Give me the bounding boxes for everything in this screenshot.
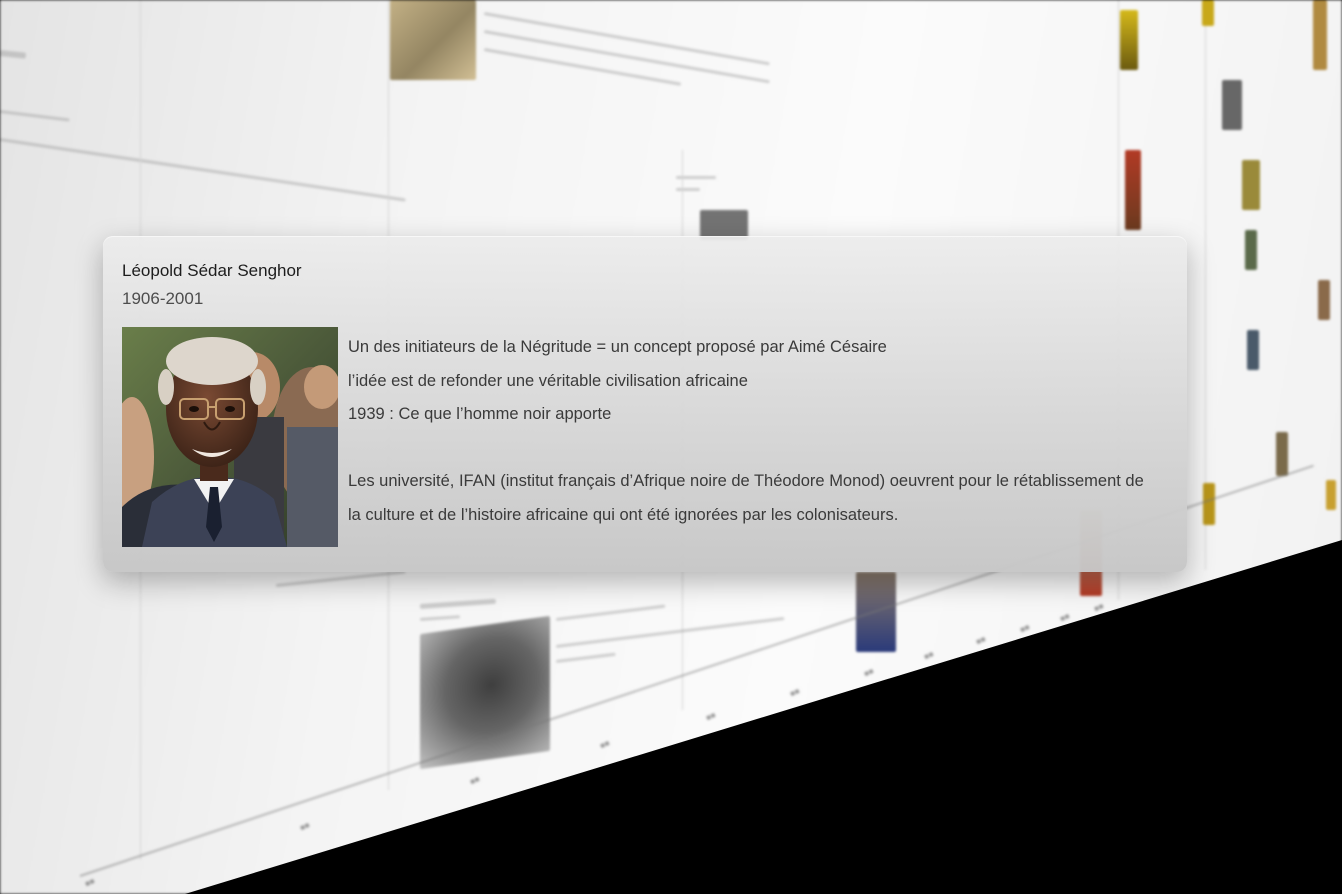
description-line: la culture et de l’histoire africaine qu…	[348, 505, 899, 524]
timeline-tick: ■■	[1092, 601, 1106, 614]
blurred-text	[419, 598, 496, 609]
blurred-thumbnail	[1222, 80, 1242, 130]
blurred-text	[676, 176, 716, 179]
blurred-text	[0, 50, 27, 59]
timeline-tick: ■■	[704, 710, 718, 723]
blurred-thumbnail	[390, 0, 476, 80]
blurred-thumbnail	[700, 210, 748, 240]
description-line: l’idée est de refonder une véritable civ…	[348, 371, 748, 390]
timeline-tick: ■■	[922, 649, 936, 662]
blurred-thumbnail	[420, 615, 550, 770]
blurred-thumbnail	[1318, 280, 1330, 320]
blurred-text	[0, 138, 406, 202]
blurred-text	[555, 652, 616, 663]
timeline-tick: ■■	[1018, 622, 1032, 635]
blurred-text	[0, 110, 70, 122]
popup-title: Léopold Sédar Senghor	[122, 261, 302, 280]
blurred-thumbnail	[1203, 483, 1215, 525]
popup-description: Un des initiateurs de la Négritude = un …	[348, 331, 1168, 532]
event-detail-popup[interactable]: Léopold Sédar Senghor 1906-2001	[103, 236, 1187, 572]
blurred-thumbnail	[1125, 150, 1141, 230]
timeline-tick: ■■	[83, 876, 97, 889]
timeline-tick: ■■	[974, 634, 988, 647]
timeline-tick: ■■	[862, 666, 876, 679]
blurred-text	[555, 604, 666, 621]
description-line: 1939 : Ce que l’homme noir apporte	[348, 405, 612, 423]
blurred-text	[275, 570, 406, 587]
timeline-tick: ■■	[1058, 611, 1072, 624]
blurred-thumbnail	[1245, 230, 1257, 270]
description-line: Les université, IFAN (institut français …	[348, 472, 1144, 490]
description-line: Un des initiateurs de la Négritude = un …	[348, 338, 887, 356]
timeline-tick: ■■	[598, 738, 612, 751]
blurred-thumbnail	[1313, 0, 1327, 70]
timeline-tick: ■■	[788, 686, 802, 699]
timeline-tick: ■■	[468, 774, 482, 787]
blurred-thumbnail	[1276, 432, 1288, 476]
blurred-thumbnail	[1242, 160, 1260, 210]
blurred-text	[483, 48, 682, 86]
timeline-tick: ■■	[298, 820, 312, 833]
popup-dates: 1906-2001	[122, 289, 204, 308]
blurred-thumbnail	[1202, 0, 1214, 26]
blurred-thumbnail	[1120, 10, 1138, 70]
blurred-text	[419, 615, 461, 621]
portrait-photo-icon	[122, 327, 338, 547]
blurred-text	[676, 188, 700, 191]
blurred-thumbnail	[1326, 480, 1336, 510]
blurred-thumbnail	[1247, 330, 1259, 370]
blurred-text	[555, 616, 785, 648]
